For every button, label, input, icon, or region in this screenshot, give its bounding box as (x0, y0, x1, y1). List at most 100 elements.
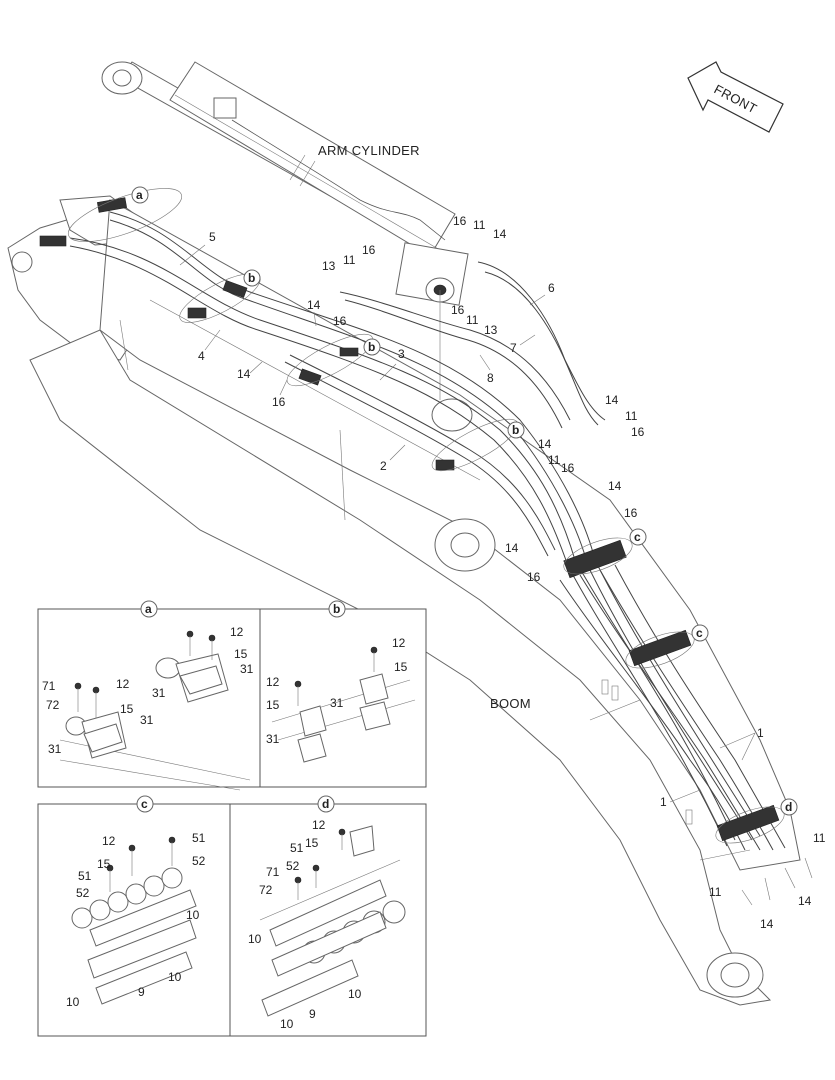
part-number-p31: 31 (152, 686, 166, 700)
part-number-p15: 15 (305, 836, 319, 850)
part-number-p11: 11 (548, 453, 561, 467)
part-number-p12: 12 (312, 818, 326, 832)
part-number-p14: 14 (307, 298, 321, 312)
callout-letter-c: c (141, 797, 148, 811)
boom-label: BOOM (490, 696, 531, 711)
callout-letter-b: b (248, 271, 255, 285)
part-number-p14: 14 (505, 541, 519, 555)
detail-panel-d: d 12 15 51 52 71 72 10 10 9 10 (229, 795, 427, 1037)
part-number-p16: 16 (561, 461, 575, 475)
detail-panel-b: b 12 15 31 31 12 15 (259, 600, 427, 788)
part-number-p11: 11 (343, 253, 356, 267)
callout-a-main: a (67, 186, 183, 242)
part-number-p15: 15 (234, 647, 248, 661)
callout-letter-a: a (136, 188, 143, 202)
part-number-p10: 10 (168, 970, 182, 984)
part-number-p3: 3 (398, 347, 405, 361)
part-number-p13: 13 (484, 323, 498, 337)
part-number-p12: 12 (116, 677, 130, 691)
callout-b-main-1: b (179, 269, 261, 323)
part-number-p14: 14 (605, 393, 619, 407)
callout-c-main-2: c (625, 624, 709, 669)
part-number-p1: 1 (660, 795, 667, 809)
part-number-p16: 16 (362, 243, 376, 257)
part-number-p16: 16 (272, 395, 286, 409)
callout-d-main: d (715, 798, 798, 844)
part-number-p16: 16 (451, 303, 465, 317)
part-number-p51: 51 (290, 841, 304, 855)
part-number-p7: 7 (510, 341, 517, 355)
part-number-p16: 16 (624, 506, 638, 520)
boom-structure (7, 195, 801, 1006)
part-number-p1: 1 (757, 726, 764, 740)
callout-b-main-3: b (431, 418, 525, 472)
part-number-p15: 15 (120, 702, 134, 716)
callout-letter-c: c (634, 530, 641, 544)
part-number-p16: 16 (453, 214, 467, 228)
part-number-p14: 14 (538, 437, 552, 451)
part-number-p9: 9 (138, 985, 145, 999)
part-number-p13: 13 (322, 259, 336, 273)
part-number-p9: 9 (309, 1007, 316, 1021)
part-number-p31: 31 (330, 696, 344, 710)
part-number-p71: 71 (266, 865, 280, 879)
detail-panel-c: c 12 15 51 52 51 52 10 10 9 10 (37, 795, 231, 1037)
part-number-p10: 10 (248, 932, 262, 946)
part-number-p14: 14 (760, 917, 774, 931)
part-number-p14: 14 (493, 227, 507, 241)
part-number-p15: 15 (394, 660, 408, 674)
callout-letter-d: d (785, 800, 792, 814)
detail-panel-a: a 71 72 12 15 31 31 12 15 31 31 (37, 600, 261, 791)
part-number-p12: 12 (230, 625, 244, 639)
part-number-p10: 10 (280, 1017, 294, 1031)
part-number-p16: 16 (631, 425, 645, 439)
arm-cylinder-drawing (101, 61, 469, 306)
part-number-p11: 11 (473, 218, 486, 232)
part-number-p11: 11 (709, 885, 722, 899)
part-number-p2: 2 (380, 459, 387, 473)
part-number-p11: 11 (466, 313, 479, 327)
part-number-p51: 51 (78, 869, 92, 883)
callout-letter-c: c (696, 626, 703, 640)
part-number-p4: 4 (198, 349, 205, 363)
part-number-p10: 10 (66, 995, 80, 1009)
callout-letter-b: b (512, 423, 519, 437)
main-part-numbers: 5 4 3 2 6 7 8 14 14 16 16 13 11 16 16 11… (179, 214, 826, 931)
part-number-p11: 11 (813, 831, 826, 845)
part-number-p31: 31 (140, 713, 154, 727)
part-number-p12: 12 (392, 636, 406, 650)
callout-b-main-2: b (286, 333, 381, 387)
part-number-p72: 72 (259, 883, 273, 897)
part-number-p15: 15 (266, 698, 280, 712)
part-number-p15: 15 (97, 857, 111, 871)
part-number-p12: 12 (102, 834, 116, 848)
part-number-p5: 5 (209, 230, 216, 244)
callout-letter-b: b (368, 340, 375, 354)
part-number-p16: 16 (333, 314, 347, 328)
part-number-p52: 52 (76, 886, 90, 900)
callout-letter-b: b (333, 602, 340, 616)
part-number-p52: 52 (192, 854, 206, 868)
part-number-p6: 6 (548, 281, 555, 295)
part-number-p72: 72 (46, 698, 60, 712)
part-number-p10: 10 (186, 908, 200, 922)
callout-letter-d: d (322, 797, 329, 811)
part-number-p12: 12 (266, 675, 280, 689)
part-number-p52: 52 (286, 859, 300, 873)
part-number-p31: 31 (266, 732, 280, 746)
callout-c-main-1: c (563, 528, 647, 575)
part-number-p16: 16 (527, 570, 541, 584)
arm-cylinder-label: ARM CYLINDER (318, 143, 420, 158)
callout-letter-a: a (145, 602, 152, 616)
front-arrow-icon: FRONT (687, 61, 784, 133)
part-number-p51: 51 (192, 831, 206, 845)
part-number-p31: 31 (48, 742, 62, 756)
part-number-p14: 14 (798, 894, 812, 908)
part-number-p8: 8 (487, 371, 494, 385)
part-number-p14: 14 (608, 479, 622, 493)
part-number-p31: 31 (240, 662, 254, 676)
part-number-p11: 11 (625, 409, 638, 423)
part-number-p14: 14 (237, 367, 251, 381)
part-number-p10: 10 (348, 987, 362, 1001)
